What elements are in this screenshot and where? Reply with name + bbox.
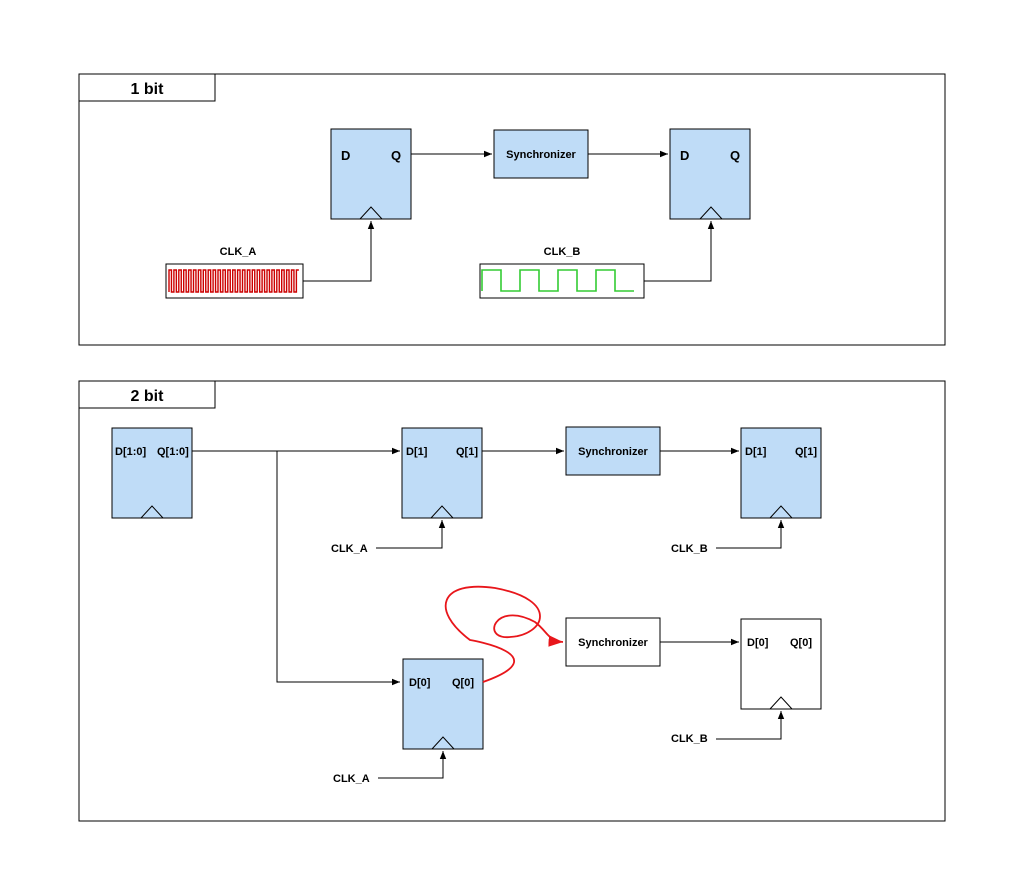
clock-triangle-icon xyxy=(359,206,383,220)
ff-2bit-src-q: Q[1:0] xyxy=(157,446,189,458)
ff-b1-src: D[1] Q[1] xyxy=(401,427,483,519)
sync-b0: Synchronizer xyxy=(565,617,661,667)
wire-clk-a-b1 xyxy=(376,520,446,549)
sync-b1-body xyxy=(565,426,661,476)
clk-b-waveform-frame xyxy=(479,263,645,299)
clk-b-waveform xyxy=(479,263,645,299)
clock-triangle-icon xyxy=(431,736,455,750)
panel-1bit: 1 bit D Q Synchronizer D Q CLK_A xyxy=(78,73,946,346)
panel-1bit-tab xyxy=(78,73,216,102)
ff-2bit-src-d: D[1:0] xyxy=(115,446,147,458)
wire-clk-b-b0 xyxy=(716,711,785,740)
ff-b1-dst: D[1] Q[1] xyxy=(740,427,822,519)
ff-b1-dst-d: D[1] xyxy=(745,446,767,458)
wire-clk-b-b1 xyxy=(716,520,785,549)
panel-1bit-title: 1 bit xyxy=(131,81,165,98)
ff-1bit-dst-body xyxy=(669,128,751,220)
sync-1bit-label: Synchronizer xyxy=(506,149,576,161)
clk-a-b0-label: CLK_A xyxy=(333,773,370,785)
clock-triangle-icon xyxy=(699,206,723,220)
ff-b1-src-body xyxy=(401,427,483,519)
clk-a-b1-label: CLK_A xyxy=(331,543,368,555)
clock-triangle-icon xyxy=(430,505,454,519)
wire-clk-a-b0 xyxy=(378,751,447,779)
ff-2bit-src: D[1:0] Q[1:0] xyxy=(111,427,193,519)
clk-b-wave-icon xyxy=(481,269,634,292)
ff-1bit-src-body xyxy=(330,128,412,220)
ff-b1-src-q: Q[1] xyxy=(456,446,478,458)
ff-1bit-dst: D Q xyxy=(669,128,751,220)
ff-1bit-src-d: D xyxy=(341,148,350,163)
ff-b1-src-d: D[1] xyxy=(406,446,428,458)
wire-bus-to-b0 xyxy=(276,451,400,686)
ff-b0-src-d: D[0] xyxy=(409,677,431,689)
sync-b1-label: Synchronizer xyxy=(578,446,648,458)
panel-1bit-frame xyxy=(78,73,946,346)
clock-triangle-icon xyxy=(140,505,164,519)
sync-b0-label: Synchronizer xyxy=(578,637,648,649)
sync-1bit: Synchronizer xyxy=(493,129,589,179)
sync-1bit-body xyxy=(493,129,589,179)
ff-1bit-dst-q: Q xyxy=(730,148,740,163)
ff-b0-dst-body xyxy=(740,618,822,710)
ff-1bit-src: D Q xyxy=(330,128,412,220)
wire-clk-b xyxy=(644,221,715,282)
clk-b-label: CLK_B xyxy=(544,246,581,258)
ff-b0-src-q: Q[0] xyxy=(452,677,474,689)
clk-b-b0-label: CLK_B xyxy=(671,733,708,745)
ff-b1-dst-body xyxy=(740,427,822,519)
panel-2bit-tab xyxy=(78,380,216,409)
metastable-path-icon xyxy=(444,585,564,683)
sync-b1: Synchronizer xyxy=(565,426,661,476)
ff-b0-src: D[0] Q[0] xyxy=(402,658,484,750)
panel-2bit: 2 bit D[1:0] Q[1:0] D[1] Q[1] Synchroniz… xyxy=(78,380,946,822)
ff-b0-src-body xyxy=(402,658,484,750)
ff-2bit-src-body xyxy=(111,427,193,519)
ff-b0-dst-q: Q[0] xyxy=(790,637,812,649)
clock-triangle-icon xyxy=(769,505,793,519)
clk-a-wave-icon xyxy=(168,269,299,293)
ff-1bit-dst-d: D xyxy=(680,148,689,163)
ff-b0-dst-d: D[0] xyxy=(747,637,769,649)
clk-a-waveform xyxy=(165,263,304,299)
ff-b0-dst: D[0] Q[0] xyxy=(740,618,822,710)
clock-triangle-icon xyxy=(769,696,793,710)
wire-clk-a xyxy=(303,221,375,282)
sync-b0-body xyxy=(565,617,661,667)
clk-a-label: CLK_A xyxy=(220,246,257,258)
ff-b1-dst-q: Q[1] xyxy=(795,446,817,458)
clk-b-b1-label: CLK_B xyxy=(671,543,708,555)
panel-2bit-title: 2 bit xyxy=(131,388,165,405)
ff-1bit-src-q: Q xyxy=(391,148,401,163)
